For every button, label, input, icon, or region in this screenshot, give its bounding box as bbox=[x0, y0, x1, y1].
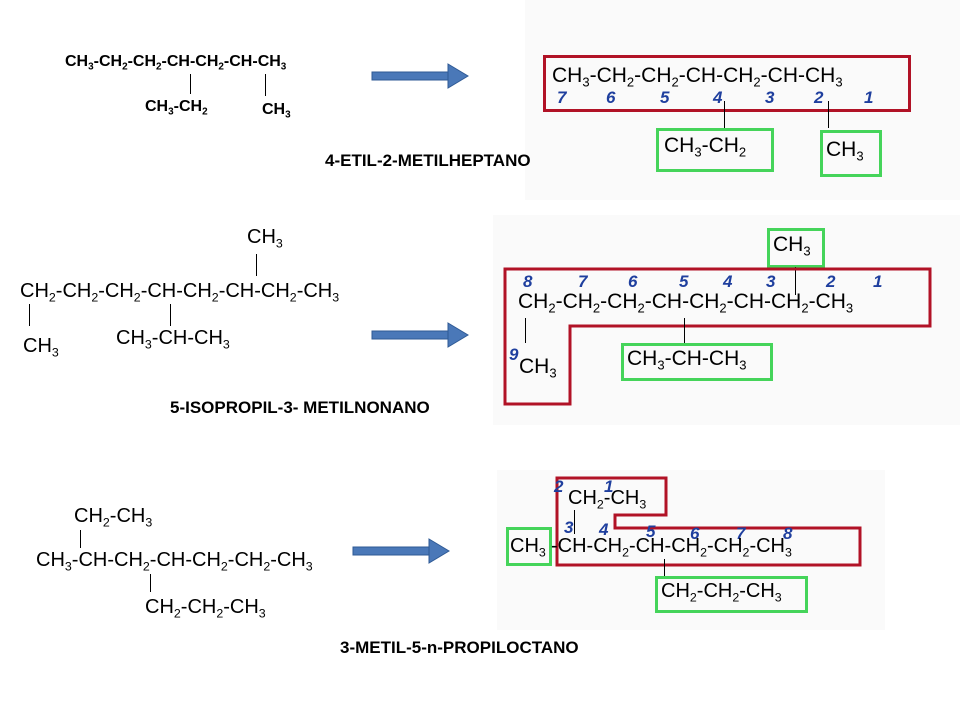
ex1-methyl-branch: CH3 bbox=[262, 101, 291, 121]
ex3-analysis-panel bbox=[497, 470, 885, 630]
ex3-top-ethyl: CH2-CH3 bbox=[74, 505, 153, 530]
ex2-condensed-chain: CH2-CH2-CH2-CH-CH2-CH-CH2-CH3 bbox=[20, 280, 340, 305]
ex2-isopropyl-branch: CH3-CH-CH3 bbox=[116, 327, 230, 352]
ex3-propyl-box bbox=[655, 576, 808, 613]
ex2-top-methyl-box bbox=[767, 228, 825, 268]
ex1-annotated-bond-left bbox=[724, 101, 725, 128]
ex3-condensed-chain: CH3-CH-CH2-CH-CH2-CH2-CH3 bbox=[36, 549, 313, 574]
ex2-annotated-chain: CH2-CH2-CH2-CH-CH2-CH-CH2-CH3 bbox=[518, 290, 854, 316]
ex2-terminal-methyl: CH3 bbox=[23, 335, 59, 360]
ex1-annotated-chain: CH3-CH2-CH2-CH-CH2-CH-CH3 bbox=[552, 64, 843, 90]
arrow-2 bbox=[371, 322, 469, 348]
ex1-main-chain-box bbox=[543, 55, 911, 112]
ex1-carbon-number-7: 7 bbox=[557, 88, 567, 107]
ex2-carbon-number-7: 7 bbox=[578, 272, 588, 291]
ex1-carbon-number-3: 3 bbox=[765, 88, 775, 107]
ex3-iupac-name: 3-METIL-5-n-PROPILOCTANO bbox=[340, 638, 579, 657]
ex3-carbon-number-5: 5 bbox=[646, 522, 656, 541]
ex2-annotated-top-methyl: CH3 bbox=[773, 233, 811, 259]
ex1-condensed-chain: CH3-CH2-CH2-CH-CH2-CH-CH3 bbox=[65, 53, 287, 73]
ex2-carbon-number-8: 8 bbox=[523, 272, 533, 291]
ex2-carbon-number-5: 5 bbox=[679, 272, 689, 291]
ex3-annotated-chain: -CH-CH2-CH-CH2-CH2-CH3 bbox=[551, 535, 792, 560]
ex2-carbon-number-4: 4 bbox=[723, 272, 733, 291]
ex2-carbon-number-1: 1 bbox=[873, 272, 883, 291]
ex1-carbon-number-2: 2 bbox=[814, 88, 824, 107]
ex3-bond-top bbox=[80, 530, 81, 548]
ex3-carbon-number-8: 8 bbox=[783, 524, 793, 543]
ex3-carbon-number-6: 6 bbox=[690, 524, 700, 543]
ex1-ethyl-box bbox=[656, 128, 774, 172]
ex1-carbon-number-6: 6 bbox=[606, 88, 616, 107]
ex2-bond-terminal bbox=[29, 304, 30, 326]
ex1-methyl-box bbox=[820, 130, 882, 177]
ex2-iupac-name: 5-ISOPROPIL-3- METILNONANO bbox=[170, 398, 430, 417]
ex2-annotated-bond-terminal bbox=[525, 318, 526, 343]
ex3-carbon-number-1: 1 bbox=[604, 477, 614, 496]
ex1-iupac-name: 4-ETIL-2-METILHEPTANO bbox=[325, 151, 531, 170]
ex2-isopropyl-box bbox=[621, 343, 773, 381]
ex3-annotated-bond-top bbox=[574, 510, 575, 534]
ex3-annotated-top-ethyl: CH2-CH3 bbox=[568, 487, 647, 512]
ex3-carbon-number-2: 2 bbox=[554, 477, 564, 496]
ex3-annotated-propyl: CH2-CH2-CH3 bbox=[661, 580, 782, 605]
ex2-carbon-number-3: 3 bbox=[766, 272, 776, 291]
ex1-annotated-methyl: CH3 bbox=[826, 138, 864, 164]
ex2-carbon-number-6: 6 bbox=[628, 272, 638, 291]
ex2-bond-top bbox=[256, 254, 257, 276]
ex2-annotated-isopropyl: CH3-CH-CH3 bbox=[627, 347, 747, 373]
ex3-carbon-number-7: 7 bbox=[736, 524, 746, 543]
ex2-top-methyl: CH3 bbox=[247, 226, 283, 251]
ex2-annotated-terminal-methyl: CH3 bbox=[519, 355, 557, 381]
arrow-1 bbox=[371, 63, 469, 89]
ex1-carbon-number-5: 5 bbox=[660, 88, 670, 107]
ex2-carbon-number-9: 9 bbox=[509, 345, 519, 364]
ex2-annotated-bond-isopropyl bbox=[684, 318, 685, 343]
ex1-bond-right bbox=[265, 74, 266, 96]
arrow-3 bbox=[352, 538, 450, 564]
ex1-carbon-number-1: 1 bbox=[864, 88, 874, 107]
ex3-carbon-number-3: 3 bbox=[564, 518, 574, 537]
ex1-carbon-number-4: 4 bbox=[713, 88, 723, 107]
ex1-annotated-ethyl: CH3-CH2 bbox=[664, 134, 747, 160]
ex1-annotated-bond-right bbox=[828, 101, 829, 128]
ex3-methyl-box bbox=[506, 527, 552, 566]
ex1-bond-left bbox=[190, 74, 191, 94]
ex3-propyl-branch: CH2-CH2-CH3 bbox=[145, 596, 266, 621]
ex1-ethyl-branch: CH3-CH2 bbox=[145, 98, 208, 118]
ex2-annotated-bond-top bbox=[795, 267, 796, 295]
ex3-annotated-methyl: CH3 bbox=[510, 535, 546, 560]
ex3-carbon-number-4: 4 bbox=[599, 520, 609, 539]
ex3-annotated-bond-bottom bbox=[664, 559, 665, 577]
ex2-carbon-number-2: 2 bbox=[826, 272, 836, 291]
ex3-bond-bottom bbox=[150, 574, 151, 592]
ex2-bond-isopropyl bbox=[170, 304, 171, 326]
ex1-analysis-panel bbox=[525, 0, 960, 200]
